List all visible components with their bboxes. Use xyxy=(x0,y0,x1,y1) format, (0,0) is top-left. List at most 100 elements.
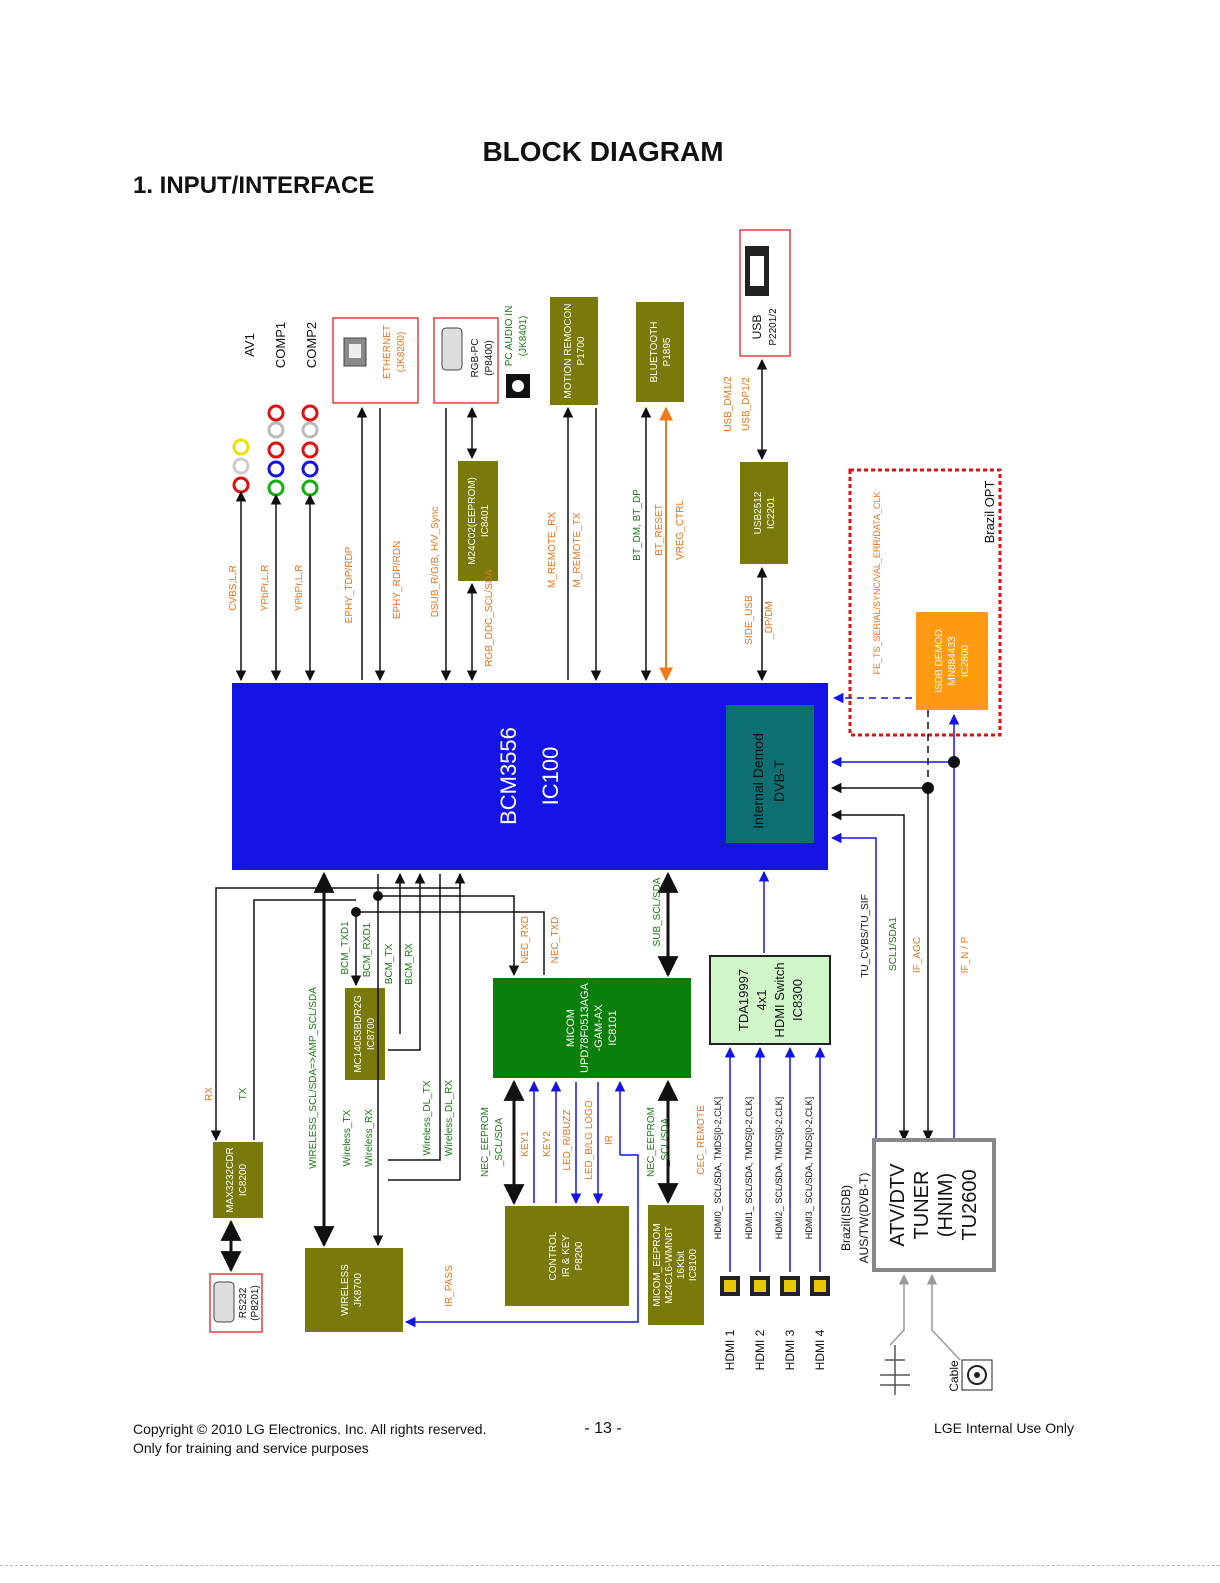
comp1-jacks xyxy=(267,404,285,497)
sig-wireless-dl-tx: Wireless_DL_TX xyxy=(422,1080,433,1155)
cable-icon xyxy=(926,1273,993,1391)
section-title: 1. INPUT/INTERFACE xyxy=(133,172,375,199)
tuner-line3: (HNIM) xyxy=(935,1173,957,1237)
sig-wireless-tx: Wireless_TX xyxy=(342,1109,353,1166)
tuner-lines xyxy=(830,713,960,1142)
sig-hdmi1: HDMI1_ SCL/SDA, TMDS[0-2,CLK] xyxy=(744,1097,754,1239)
bluetooth-block xyxy=(636,302,684,402)
tuner-line2: TUNER xyxy=(911,1171,933,1240)
sig-nec-txd: NEC_TXD xyxy=(550,917,561,964)
usb-hub-block xyxy=(740,462,788,564)
hdmi2-label: HDMI 2 xyxy=(753,1329,767,1370)
bottom-rule xyxy=(0,1565,1220,1566)
sig-nec-rxd: NEC_RXD xyxy=(520,916,531,964)
sig-nec-eeprom2b: _SCL/SDA xyxy=(660,1117,671,1167)
footer-training: Only for training and service purposes xyxy=(133,1440,369,1456)
eeprom-rgb-block xyxy=(458,461,498,581)
wireless-line2: JK8700 xyxy=(353,1273,364,1307)
usb-hub-line1: USB2512 xyxy=(753,491,764,534)
hdmi-switch-line2: 4x1 xyxy=(754,990,769,1011)
sig-dsub: DSUB_R/G/B, H/V_Sync xyxy=(430,507,441,618)
control-line1: CONTROL xyxy=(548,1231,559,1280)
sig-vreg: VREG_CTRL xyxy=(675,500,686,560)
sig-wireless-scl: WIRELESS_SCL/SDA=>AMP_SCL/SDA xyxy=(308,987,319,1169)
control-line2: IR & KEY xyxy=(561,1235,572,1278)
micom-line1: MICOM xyxy=(565,1009,577,1047)
footer-left: Copyright © 2010 LG Electronics. Inc. Al… xyxy=(133,1420,486,1458)
hdmi-switch-line3: HDMI Switch xyxy=(772,962,787,1037)
usb-line1: USB xyxy=(750,315,764,340)
hdmi-switch-line1: TDA19997 xyxy=(736,969,751,1031)
motion-remocon-line2: P1700 xyxy=(576,336,587,365)
sig-hdmi2: HDMI2_ SCL/SDA, TMDS[0-2,CLK] xyxy=(774,1097,784,1239)
av1-jacks xyxy=(232,438,250,494)
top-signal-lines xyxy=(235,358,768,682)
internal-demod-line1: Internal Demod xyxy=(750,733,766,829)
sig-bcm-rx: BCM_RX xyxy=(404,943,415,985)
rgb-pc-line1: RGB-PC xyxy=(470,339,481,378)
antenna-icon xyxy=(880,1273,910,1395)
usb-line2: P2201/2 xyxy=(768,308,779,346)
sig-sub-scl: SUB_SCL/SDA xyxy=(652,877,663,946)
tuner-region1: Brazil(ISDB) xyxy=(839,1185,853,1251)
sig-side-usb: SIDE_USB xyxy=(744,595,755,645)
sig-bcm-tx: BCM_TX xyxy=(384,943,395,984)
ethernet-line1: ETHERNET xyxy=(382,325,393,379)
sig-ephy-rdp: EPHY_RDP/RDN xyxy=(392,541,403,619)
sig-key1: KEY1 xyxy=(520,1131,531,1157)
hdmi-input-lines xyxy=(724,1046,826,1272)
control-block xyxy=(505,1206,629,1306)
isdb-demod-line3: IC2800 xyxy=(960,644,971,677)
tuner-block xyxy=(872,1138,996,1272)
footer-internal: LGE Internal Use Only xyxy=(933,1420,1074,1436)
sig-if-np: IF_N / P xyxy=(960,936,971,973)
sig-bt-reset: BT_RESET xyxy=(654,504,665,556)
micom-eeprom-line3: 16Kbit xyxy=(676,1251,687,1280)
sig-bt-dm: BT_DM, BT_DP xyxy=(632,489,643,561)
tuner-line4: TU2600 xyxy=(959,1169,981,1240)
hdmi4-label: HDMI 4 xyxy=(813,1329,827,1370)
av1-label: AV1 xyxy=(242,333,257,357)
sig-bcm-txd1: BCM_TXD1 xyxy=(340,921,351,975)
pc-audio-line1: PC AUDIO IN xyxy=(504,306,515,367)
hdmi-switch-block xyxy=(709,955,831,1045)
soc-ref: IC100 xyxy=(538,747,563,806)
comp2-label: COMP2 xyxy=(304,322,319,368)
wireless-line1: WIRELESS xyxy=(340,1264,351,1316)
max3232-line2: IC8200 xyxy=(238,1163,249,1196)
soc-name: BCM3556 xyxy=(496,727,521,825)
isdb-demod-line1: ISDB DEMOD xyxy=(934,629,945,692)
footer-copyright: Copyright © 2010 LG Electronics. Inc. Al… xyxy=(133,1421,487,1437)
micom-eeprom-line2: M24C16-WMN6T xyxy=(664,1226,675,1304)
eeprom-rgb-line2: IC8401 xyxy=(480,504,491,537)
sig-wireless-dl-rx: Wireless_DL_RX xyxy=(444,1080,455,1156)
sig-fe-ts: FE_TS_SERIAL/SYNC/VAL_ERR/DATA_CLK xyxy=(872,491,882,674)
internal-demod-line2: DVB-T xyxy=(771,760,787,802)
rs232-line2: (P8201) xyxy=(250,1285,261,1321)
tuner-line1: ATV/DTV xyxy=(887,1163,909,1247)
tuner-region2: AUS/TW(DVB-T) xyxy=(857,1173,871,1264)
hdmi3-label: HDMI 3 xyxy=(783,1329,797,1370)
sig-hdmi0: HDMI0_ SCL/SDA, TMDS[0-2,CLK] xyxy=(713,1097,723,1239)
micom-eeprom-line4: IC8100 xyxy=(688,1248,699,1281)
hdmi-switch-line4: IC8300 xyxy=(790,979,805,1021)
micom-line2: UPD78F0513AGA xyxy=(579,982,591,1073)
bluetooth-line1: BLUETOOTH xyxy=(649,322,660,383)
cable-label: Cable xyxy=(947,1360,961,1392)
sig-rx: RX xyxy=(204,1087,215,1101)
sig-led-r: LED_R/BUZZ xyxy=(562,1109,573,1170)
sig-ir: IR xyxy=(604,1135,615,1145)
sig-hdmi3: HDMI3_ SCL/SDA, TMDS[0-2,CLK] xyxy=(804,1097,814,1239)
left-signal-lines xyxy=(210,871,545,1248)
sig-m-remote-tx: M_REMOTE_TX xyxy=(572,512,583,587)
sig-ypbpr2: YPbPr,L,R xyxy=(294,565,305,612)
mc14053-block xyxy=(345,988,385,1080)
brazil-opt-label: Brazil OPT xyxy=(982,481,997,544)
micom-line4: IC8101 xyxy=(607,1010,619,1045)
bluetooth-line2: P1895 xyxy=(662,337,673,366)
ethernet-line2: (JK8200) xyxy=(396,332,407,373)
internal-demod-block xyxy=(726,705,814,843)
dsub-icon xyxy=(441,327,463,371)
sig-nec-eeprom1: NEC_EEPROM xyxy=(480,1107,491,1177)
isdb-demod-block xyxy=(916,612,988,710)
